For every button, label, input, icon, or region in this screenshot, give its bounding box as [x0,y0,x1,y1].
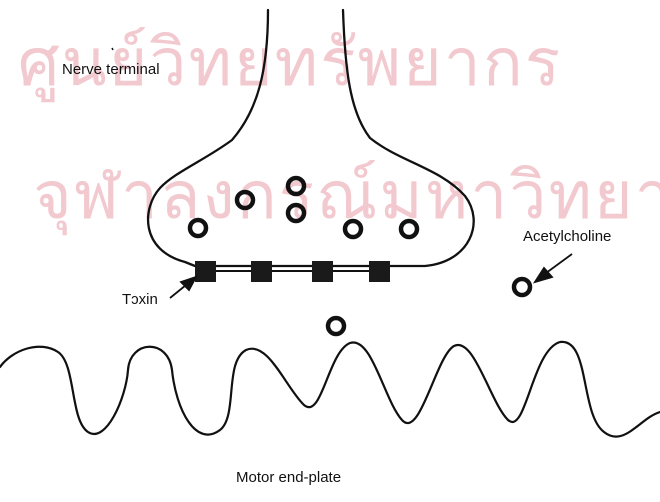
toxin-block [312,261,333,282]
toxin-block [251,261,272,282]
toxin-label: Tɔxin [122,291,158,308]
motor-end-plate-label: Motor end-plate [236,469,341,486]
nerve-terminal-label: Nerve terminal [62,61,160,78]
label-tick [112,48,113,50]
acetylcholine-label: Acetylcholine [523,228,611,245]
toxin-block [195,261,216,282]
motor-end-plate-membrane [0,342,660,437]
acetylcholine-released [514,279,530,295]
toxin-block [369,261,390,282]
watermark: ศูนย์วิทยทรัพยากร จุฬาลงกรณ์มหาวิทยาลัย [18,24,660,236]
acetylcholine-in-cleft [328,318,344,334]
